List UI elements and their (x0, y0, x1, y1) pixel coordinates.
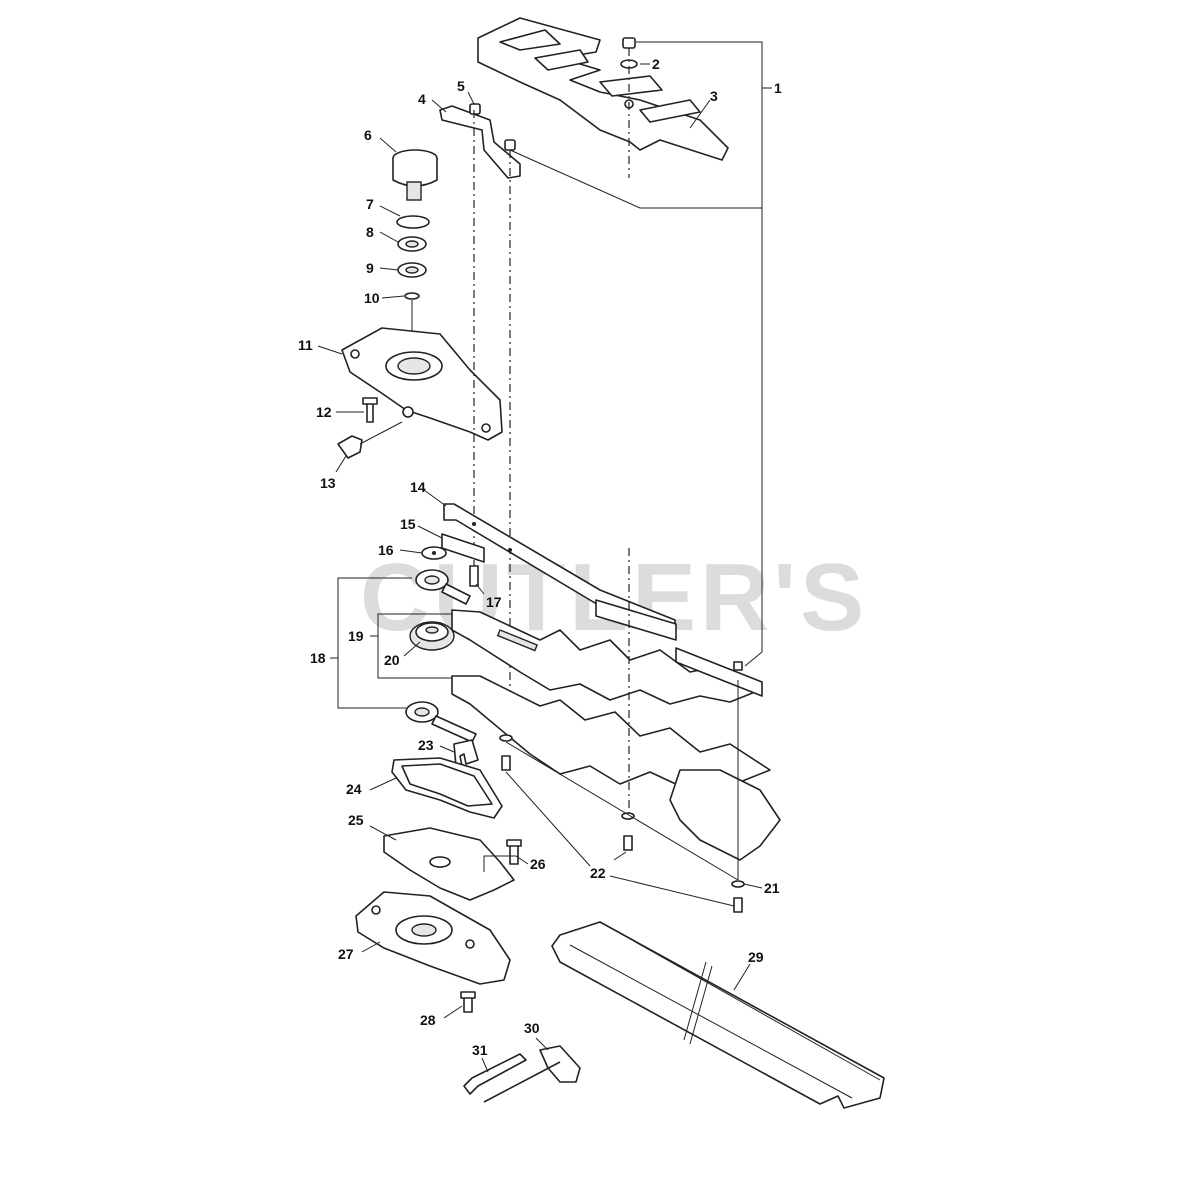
callout-18: 18 (310, 650, 326, 666)
cover-plate-part (383, 827, 515, 901)
callout-20: 20 (384, 652, 400, 668)
screw-part (362, 397, 378, 423)
rod-tail-part (595, 599, 763, 697)
callout-31: 31 (472, 1042, 488, 1058)
callout-13: 13 (320, 475, 336, 491)
screw-17-part (469, 565, 479, 587)
gear-case-part (341, 327, 503, 441)
callout-12: 12 (316, 404, 332, 420)
callout-27: 27 (338, 946, 354, 962)
upper-blade-part (451, 609, 761, 705)
wrench-part (463, 1053, 527, 1095)
callout-19: 19 (348, 628, 364, 644)
callout-28: 28 (420, 1012, 436, 1028)
callout-21: 21 (764, 880, 780, 896)
washer-part (404, 292, 420, 300)
drive-gear-part (409, 621, 455, 651)
blade-guard-part (477, 17, 729, 161)
bolt-washer-set-part (499, 661, 745, 913)
gasket-part (391, 757, 503, 819)
blade-sheath-part (551, 921, 885, 1109)
callout-labels: 1 2 3 4 5 6 7 8 9 10 11 12 13 14 15 16 1… (298, 56, 782, 1058)
callout-9: 9 (366, 260, 374, 276)
callout-23: 23 (418, 737, 434, 753)
snap-ring-part (396, 215, 430, 229)
screw-26-part (506, 839, 522, 865)
callout-10: 10 (364, 290, 380, 306)
bearing-upper-part (397, 236, 427, 252)
crank-arm-bottom-part (405, 701, 477, 743)
bracket-part (439, 103, 521, 179)
lower-blade-part (451, 675, 771, 787)
leader-lines (317, 41, 772, 1073)
callout-3: 3 (710, 88, 718, 104)
blade-tip-part (669, 769, 781, 861)
callout-25: 25 (348, 812, 364, 828)
screw-28-part (460, 991, 476, 1013)
gear-cover-part (355, 891, 511, 985)
callout-8: 8 (366, 224, 374, 240)
callout-11: 11 (298, 337, 313, 353)
top-nut-part (620, 37, 638, 109)
bearing-lower-part (397, 262, 427, 278)
bolt-part (337, 421, 403, 459)
callout-5: 5 (457, 78, 465, 94)
flat-washer-part (421, 546, 447, 560)
callout-2: 2 (652, 56, 660, 72)
callout-24: 24 (346, 781, 362, 797)
plate-part (441, 533, 485, 563)
callout-7: 7 (366, 196, 374, 212)
crank-arm-top-part (415, 569, 471, 605)
guide-part (453, 739, 479, 767)
callout-6: 6 (364, 127, 372, 143)
callout-16: 16 (378, 542, 394, 558)
callout-17: 17 (486, 594, 502, 610)
callout-22: 22 (590, 865, 606, 881)
callout-26: 26 (530, 856, 546, 872)
callout-14: 14 (410, 479, 426, 495)
callout-29: 29 (748, 949, 764, 965)
callout-4: 4 (418, 91, 426, 107)
callout-1: 1 (774, 80, 782, 96)
callout-30: 30 (524, 1020, 540, 1036)
socket-wrench-part (483, 1045, 581, 1103)
callout-15: 15 (400, 516, 416, 532)
pinion-gear-part (392, 149, 438, 201)
